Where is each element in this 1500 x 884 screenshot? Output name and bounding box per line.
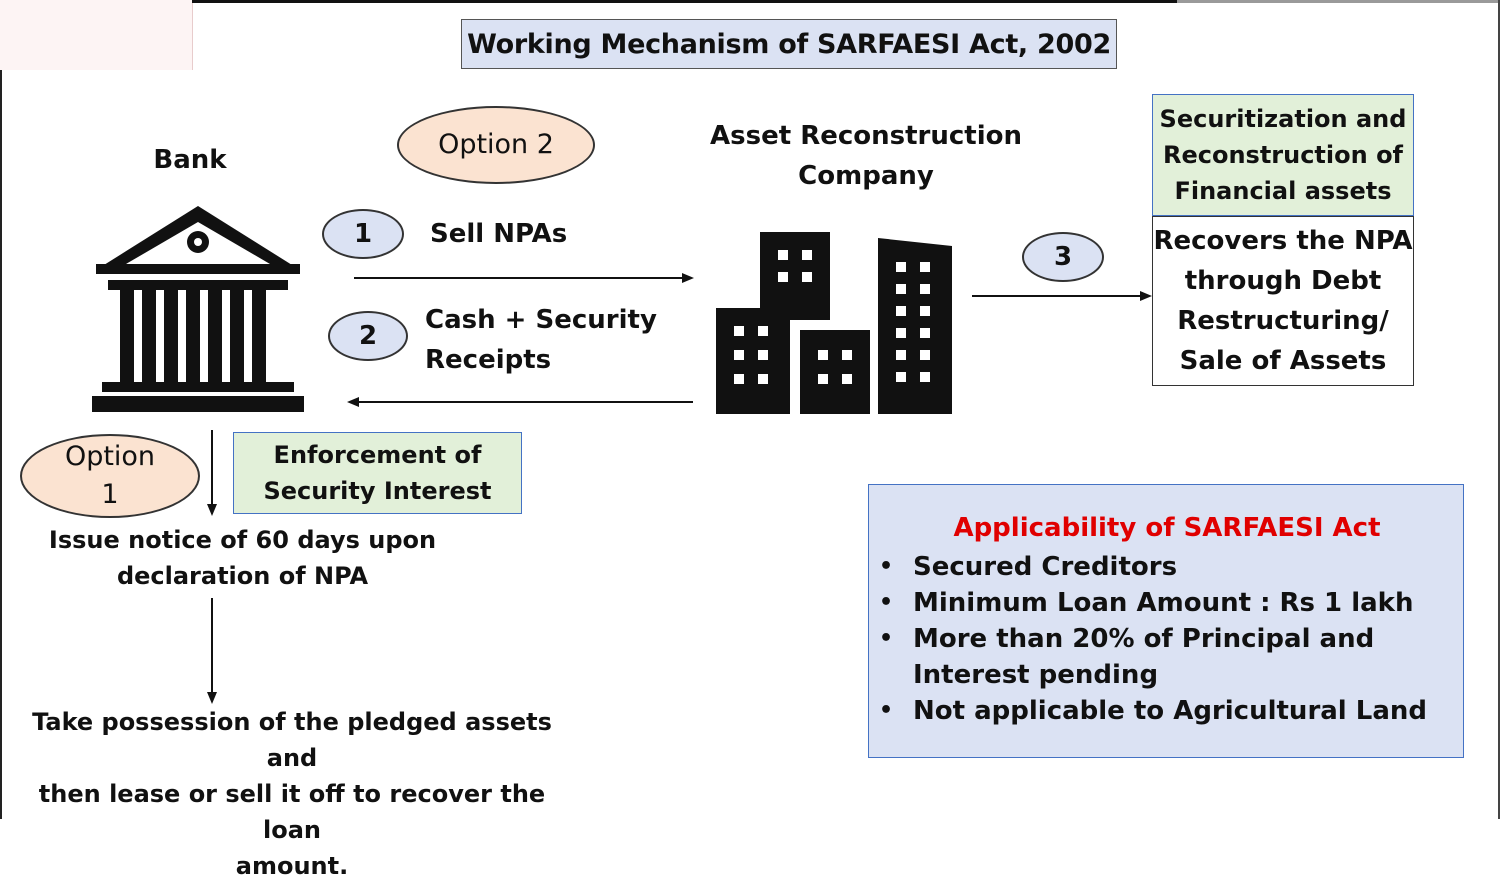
applicability-item: • More than 20% of Principal and Interest… — [877, 621, 1447, 693]
cash-arrow — [347, 397, 693, 407]
applicability-item-text: Minimum Loan Amount : Rs 1 lakh — [913, 588, 1414, 618]
top-border-right — [1177, 0, 1500, 3]
cash-security-line-2: Receipts — [425, 345, 552, 375]
applicability-item: • Minimum Loan Amount : Rs 1 lakh — [877, 585, 1447, 621]
top-left-panel — [0, 0, 193, 70]
bullet-icon: • — [879, 626, 894, 651]
enforcement-box: Enforcement of Security Interest — [233, 432, 522, 514]
arc-label-line-1: Asset Reconstruction — [710, 121, 1022, 151]
option-1-oval: Option 1 — [20, 434, 200, 518]
bullet-icon: • — [879, 554, 894, 579]
recovers-npa-box: Recovers the NPA through Debt Restructur… — [1152, 216, 1414, 386]
bullet-icon: • — [879, 590, 894, 615]
recovers-line-2: through Debt — [1184, 266, 1382, 296]
bank-building-icon — [92, 206, 304, 412]
securitization-box: Securitization and Reconstruction of Fin… — [1152, 94, 1414, 216]
notice-arrow — [207, 430, 217, 516]
issue-notice-line-2: declaration of NPA — [116, 562, 369, 590]
enforcement-line-1: Enforcement of — [273, 441, 482, 469]
recovers-line-1: Recovers the NPA — [1153, 226, 1413, 256]
securitization-line-1: Securitization and — [1159, 105, 1407, 133]
cash-security-line-1: Cash + Security — [425, 305, 657, 335]
option-1-line-2: 1 — [101, 479, 119, 510]
take-possession-line-2: then lease or sell it off to recover the… — [38, 780, 546, 844]
applicability-item-text: Not applicable to Agricultural Land — [913, 696, 1428, 726]
bullet-icon: • — [879, 698, 894, 723]
applicability-list: • Secured Creditors • Minimum Loan Amount … — [877, 549, 1447, 729]
recovers-line-3: Restructuring/ — [1177, 306, 1389, 336]
left-border — [0, 70, 2, 819]
option-2-oval: Option 2 — [397, 106, 595, 184]
arc-label-line-2: Company — [798, 161, 934, 191]
securitization-line-2: Reconstruction of — [1162, 141, 1403, 169]
sell-npas-label: Sell NPAs — [430, 219, 568, 249]
take-possession-line-1: Take possession of the pledged assets an… — [32, 708, 552, 772]
office-buildings-icon — [716, 232, 952, 414]
enforcement-line-2: Security Interest — [263, 477, 492, 505]
possession-arrow — [207, 598, 217, 704]
recovers-line-4: Sale of Assets — [1179, 346, 1387, 376]
cash-security-label: Cash + Security Receipts — [425, 300, 685, 380]
arc-label: Asset Reconstruction Company — [700, 116, 1032, 196]
right-border — [1498, 0, 1500, 819]
applicability-item-text: Secured Creditors — [913, 552, 1178, 582]
applicability-title: Applicability of SARFAESI Act — [953, 513, 1381, 543]
step-2-badge: 2 — [328, 311, 408, 361]
issue-notice-line-1: Issue notice of 60 days upon — [48, 526, 437, 554]
applicability-item: • Not applicable to Agricultural Land — [877, 693, 1447, 729]
applicability-box: Applicability of SARFAESI Act • Secured C… — [868, 484, 1464, 758]
take-possession-text: Take possession of the pledged assets an… — [14, 704, 570, 884]
applicability-item: • Secured Creditors — [877, 549, 1447, 585]
recover-arrow — [972, 291, 1152, 301]
diagram-title: Working Mechanism of SARFAESI Act, 2002 — [461, 19, 1117, 69]
step-3-badge: 3 — [1022, 232, 1104, 282]
applicability-item-text: More than 20% of Principal and Interest … — [913, 624, 1375, 690]
sell-arrow — [354, 273, 694, 283]
top-border — [192, 0, 1177, 3]
take-possession-line-3: amount. — [235, 852, 349, 880]
securitization-line-3: Financial assets — [1174, 177, 1392, 205]
issue-notice-text: Issue notice of 60 days upon declaration… — [30, 522, 455, 594]
step-1-badge: 1 — [322, 209, 404, 259]
bank-label: Bank — [153, 145, 227, 175]
option-1-line-1: Option — [64, 441, 156, 472]
